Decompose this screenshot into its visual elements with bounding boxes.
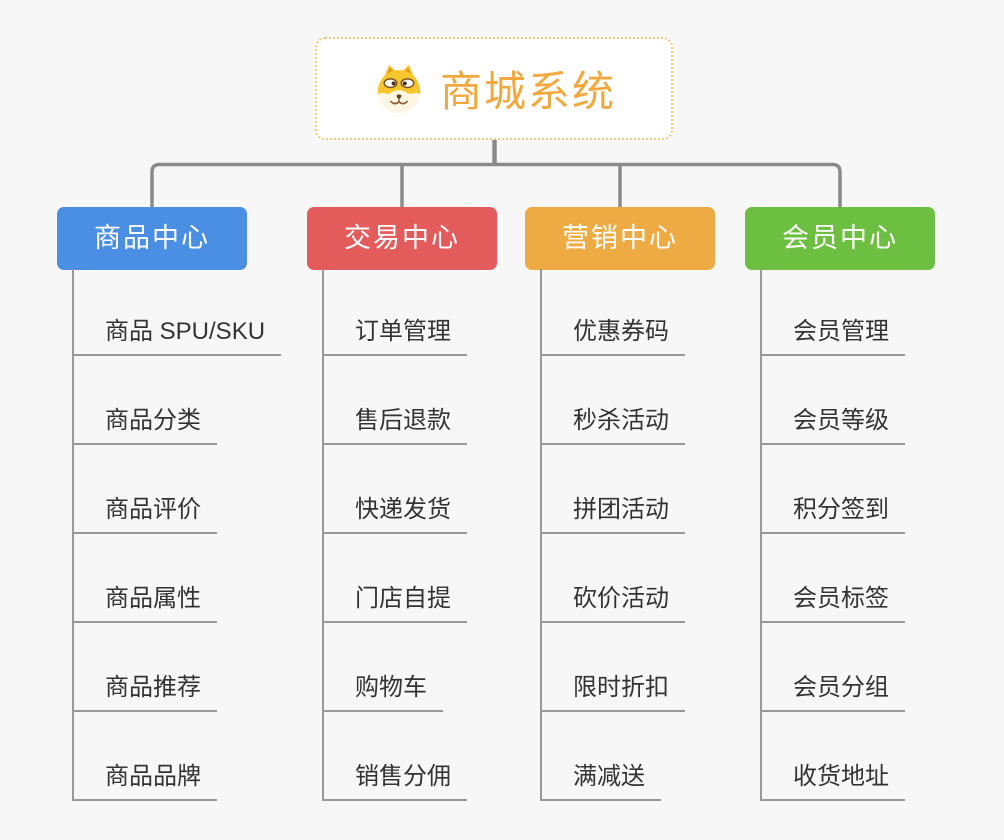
leaf-node[interactable]: 限时折扣 bbox=[540, 670, 685, 712]
leaf-node[interactable]: 会员管理 bbox=[760, 314, 905, 356]
branch-children-line bbox=[760, 269, 762, 801]
leaf-node[interactable]: 砍价活动 bbox=[540, 581, 685, 623]
branch-children-line bbox=[72, 269, 74, 801]
branch-trade-center[interactable]: 交易中心 bbox=[307, 207, 497, 270]
leaf-node[interactable]: 秒杀活动 bbox=[540, 403, 685, 445]
branch-marketing-center[interactable]: 营销中心 bbox=[525, 207, 715, 270]
leaf-node[interactable]: 拼团活动 bbox=[540, 492, 685, 534]
root-node[interactable]: 商城系统 bbox=[315, 37, 673, 140]
leaf-node[interactable]: 购物车 bbox=[322, 670, 443, 712]
leaf-node[interactable]: 售后退款 bbox=[322, 403, 467, 445]
leaf-node[interactable]: 商品 SPU/SKU bbox=[72, 314, 282, 356]
leaf-node[interactable]: 会员标签 bbox=[760, 581, 905, 623]
leaf-node[interactable]: 门店自提 bbox=[322, 581, 467, 623]
leaf-node[interactable]: 商品推荐 bbox=[72, 670, 217, 712]
branch-children-line bbox=[322, 269, 324, 801]
leaf-node[interactable]: 商品评价 bbox=[72, 492, 217, 534]
leaf-node[interactable]: 商品品牌 bbox=[72, 759, 217, 801]
leaf-node[interactable]: 订单管理 bbox=[322, 314, 467, 356]
branch-product-center[interactable]: 商品中心 bbox=[57, 207, 247, 270]
leaf-node[interactable]: 快递发货 bbox=[322, 492, 467, 534]
root-title: 商城系统 bbox=[439, 68, 616, 115]
branch-member-center[interactable]: 会员中心 bbox=[745, 207, 935, 270]
branch-children-line bbox=[540, 269, 542, 801]
leaf-node[interactable]: 收货地址 bbox=[760, 759, 905, 801]
leaf-node[interactable]: 销售分佣 bbox=[322, 759, 467, 801]
leaf-node[interactable]: 商品分类 bbox=[72, 403, 217, 445]
leaf-node[interactable]: 优惠券码 bbox=[540, 314, 685, 356]
leaf-node[interactable]: 会员等级 bbox=[760, 403, 905, 445]
leaf-node[interactable]: 满减送 bbox=[540, 759, 661, 801]
leaf-node[interactable]: 商品属性 bbox=[72, 581, 217, 623]
leaf-node[interactable]: 积分签到 bbox=[760, 492, 905, 534]
leaf-node[interactable]: 会员分组 bbox=[760, 670, 905, 712]
dog-face-icon bbox=[377, 64, 421, 113]
